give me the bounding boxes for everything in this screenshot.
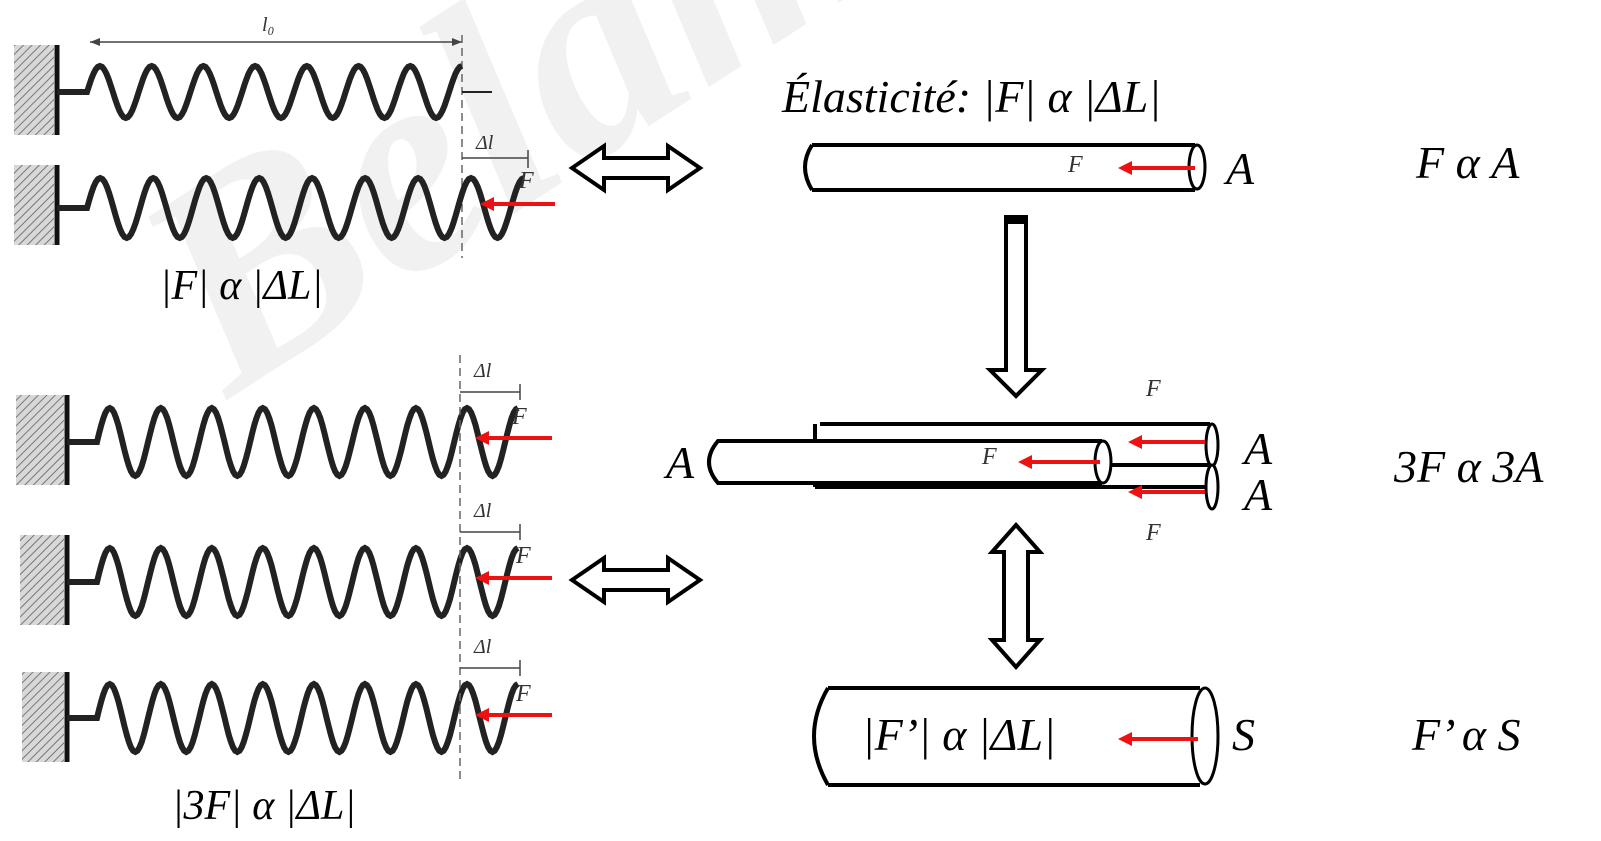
triple-bar-group bbox=[707, 422, 1220, 511]
delta-l-label-4: Δl bbox=[474, 500, 492, 522]
triple-bar-relation: 3F α 3A bbox=[1394, 441, 1544, 492]
triple-bar-area-label-top: A bbox=[1244, 423, 1273, 474]
wall-4 bbox=[20, 535, 64, 625]
double-arrow-bottom bbox=[568, 554, 704, 606]
triple-bar-force-label-top: F bbox=[1146, 376, 1161, 402]
down-arrow bbox=[985, 220, 1047, 399]
triple-bar-front bbox=[707, 439, 1102, 485]
triple-bar-force-label-bottom: F bbox=[1146, 520, 1161, 546]
bottom-springs-group bbox=[16, 355, 552, 780]
spring-2 bbox=[57, 174, 526, 242]
vertical-double-arrow bbox=[987, 521, 1045, 671]
l0-arrow-left bbox=[90, 38, 100, 46]
triple-force-arrowhead-bottom bbox=[1128, 485, 1142, 499]
l0-label: l₀ bbox=[262, 14, 275, 36]
single-bar-area-label: A bbox=[1226, 143, 1255, 194]
relation-bottom-springs: |3F| α |ΔL| bbox=[172, 783, 356, 829]
big-bar-relation: F’ α S bbox=[1412, 709, 1521, 760]
delta-l-label-5: Δl bbox=[474, 636, 492, 658]
big-bar-end bbox=[1190, 686, 1220, 786]
triple-bar-area-label-left: A bbox=[666, 437, 695, 488]
force-arrowhead-spring-4 bbox=[475, 571, 489, 585]
force-label-spring-3: F bbox=[512, 404, 527, 430]
triple-bar-end-bottom bbox=[1204, 463, 1220, 511]
triple-force-arrowhead-top bbox=[1128, 435, 1142, 449]
single-bar-relation: F α A bbox=[1416, 137, 1520, 188]
top-springs-group bbox=[14, 35, 555, 258]
wall-2 bbox=[14, 165, 54, 245]
wall-1 bbox=[14, 45, 54, 135]
triple-bar-force-label-mid: F bbox=[982, 444, 997, 470]
triple-bar-area-label-bottom: A bbox=[1244, 469, 1273, 520]
single-bar-force-arrowhead bbox=[1118, 161, 1132, 175]
spring-3 bbox=[67, 404, 520, 480]
big-bar-body bbox=[812, 686, 1200, 787]
triple-force-arrowhead-front bbox=[1018, 455, 1032, 469]
force-label-top-spring: F bbox=[519, 168, 534, 194]
relation-top-springs: |F| α |ΔL| bbox=[160, 263, 323, 309]
double-arrow-top bbox=[568, 142, 704, 194]
single-bar-body bbox=[803, 143, 1195, 192]
single-bar-group bbox=[803, 143, 1207, 192]
big-bar-inner-relation: |F’| α |ΔL| bbox=[862, 709, 1056, 760]
delta-l-label-3: Δl bbox=[474, 360, 492, 382]
spring-4 bbox=[67, 544, 520, 620]
big-bar-force-arrowhead bbox=[1118, 732, 1132, 746]
l0-arrow-right bbox=[452, 38, 462, 46]
big-bar-group bbox=[812, 686, 1220, 787]
force-arrowhead-spring-5 bbox=[475, 708, 489, 722]
force-arrowhead-top-spring bbox=[480, 197, 494, 211]
force-label-spring-4: F bbox=[516, 543, 531, 569]
wall-3 bbox=[16, 395, 64, 485]
triple-bar-end-top bbox=[1204, 422, 1220, 468]
big-bar-area-label: S bbox=[1232, 709, 1255, 760]
force-arrowhead-spring-3 bbox=[475, 431, 489, 445]
down-arrow-cap bbox=[1004, 215, 1028, 223]
title-elasticite: Élasticité: |F| α |ΔL| bbox=[782, 71, 1161, 122]
force-label-spring-5: F bbox=[516, 681, 531, 707]
spring-1 bbox=[57, 62, 464, 122]
spring-5 bbox=[67, 680, 520, 756]
delta-l-label-top: Δl bbox=[476, 132, 494, 154]
single-bar-force-label: F bbox=[1068, 152, 1083, 178]
wall-5 bbox=[22, 672, 64, 762]
